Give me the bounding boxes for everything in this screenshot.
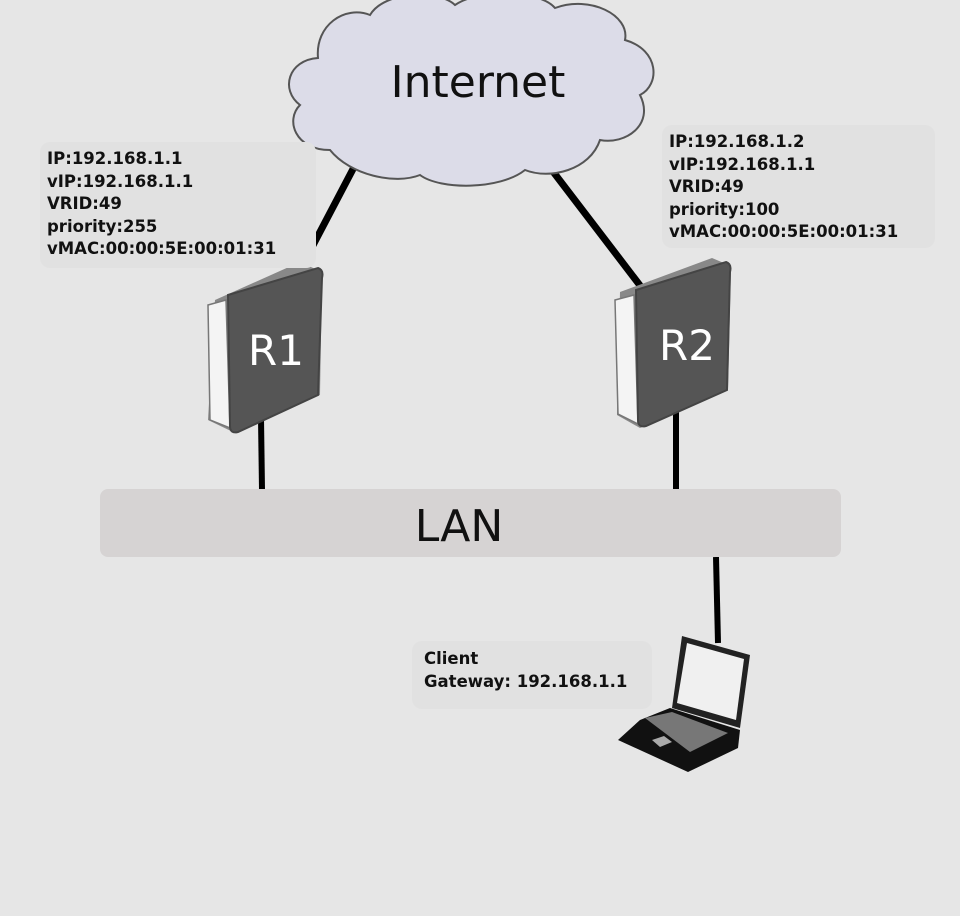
- link-client-lan: [713, 556, 721, 644]
- client-gateway: Gateway: 192.168.1.1: [424, 671, 628, 691]
- r1-vrid: VRID:49: [47, 194, 122, 214]
- lan-label: LAN: [415, 501, 504, 552]
- internet-cloud-icon: [288, 0, 655, 187]
- client-laptop-icon: [618, 636, 750, 772]
- r1-vmac: vMAC:00:00:5E:00:01:31: [47, 239, 277, 259]
- r1-vip: vIP:192.168.1.1: [47, 171, 194, 191]
- lan-segment: [100, 489, 841, 557]
- internet-label: Internet: [391, 57, 566, 108]
- router-r1-icon: R1: [207, 262, 324, 434]
- link-r1-lan: [258, 417, 265, 491]
- router-r1-label: R1: [248, 326, 304, 375]
- r2-vip: vIP:192.168.1.1: [669, 154, 816, 174]
- r2-ip: IP:192.168.1.2: [669, 132, 805, 151]
- r2-vrid: VRID:49: [669, 177, 744, 197]
- r2-priority: priority:100: [669, 199, 780, 219]
- link-r2-internet: [545, 162, 648, 295]
- client-name: Client: [424, 649, 479, 668]
- router-r2-label: R2: [659, 321, 715, 370]
- r1-priority: priority:255: [47, 216, 158, 236]
- router-r2-icon: R2: [614, 258, 732, 428]
- r2-vmac: vMAC:00:00:5E:00:01:31: [669, 222, 899, 242]
- r1-ip: IP:192.168.1.1: [47, 149, 183, 168]
